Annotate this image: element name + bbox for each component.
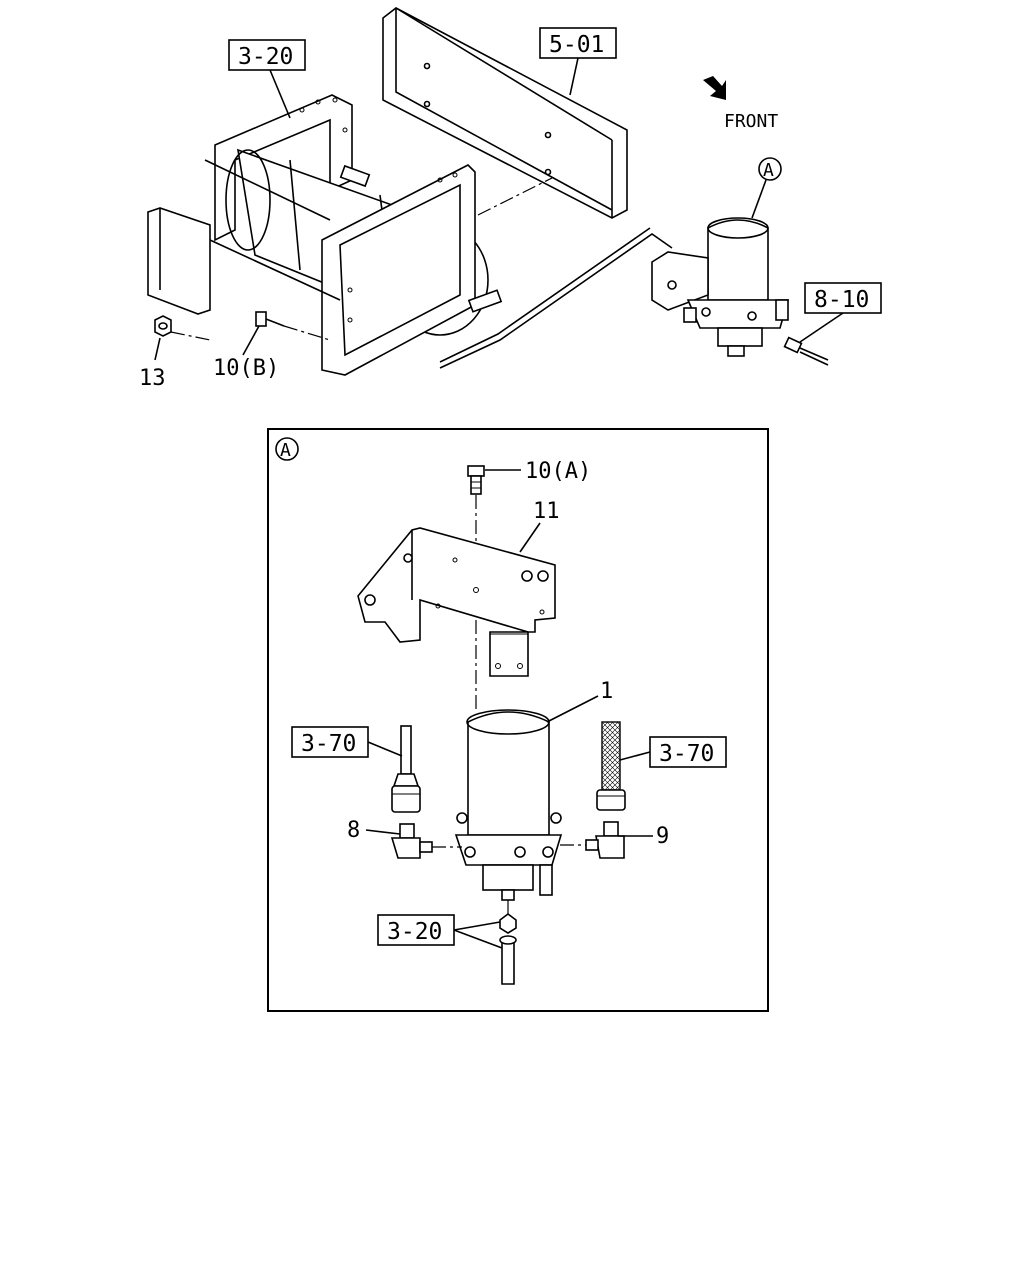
callout-3-70-left[interactable]: 3-70: [291, 726, 403, 758]
bracket-11-drawing: [357, 527, 556, 677]
svg-text:3-70: 3-70: [659, 741, 714, 767]
part-label-11[interactable]: 11: [519, 499, 560, 553]
fitting-8-drawing: [390, 823, 462, 859]
detail-view-a-frame: [267, 428, 769, 1012]
frame-rail-drawing: [382, 7, 628, 219]
air-line-route: [439, 233, 673, 369]
svg-text:8: 8: [347, 818, 360, 843]
bolt-10a-drawing: [467, 465, 485, 495]
callout-3-20-bottom[interactable]: 3-20: [377, 914, 503, 949]
part-label-8[interactable]: 8: [347, 818, 401, 843]
part-label-9[interactable]: 9: [618, 824, 669, 849]
air-dryer-1-drawing: [454, 709, 563, 920]
front-direction-arrow-icon: [703, 76, 726, 100]
fitting-9-drawing: [560, 821, 625, 859]
front-direction-label: FRONT: [724, 111, 778, 132]
svg-text:11: 11: [533, 499, 560, 524]
svg-text:9: 9: [656, 824, 669, 849]
hose-right-drawing: [596, 721, 626, 811]
callout-view-a-marker[interactable]: A: [751, 157, 782, 219]
air-tank-assembly-drawing: [147, 94, 553, 376]
part-label-13[interactable]: 13: [139, 337, 166, 391]
svg-text:8-10: 8-10: [814, 287, 869, 313]
part-label-10b[interactable]: 10(B): [213, 325, 279, 381]
callout-3-20-top[interactable]: 3-20: [228, 39, 306, 119]
part-label-10a[interactable]: 10(A): [485, 459, 591, 484]
svg-text:5-01: 5-01: [549, 32, 604, 58]
svg-text:A: A: [763, 160, 774, 181]
svg-text:3-20: 3-20: [238, 44, 293, 70]
callout-8-10[interactable]: 8-10: [799, 282, 882, 343]
hose-left-drawing: [391, 725, 421, 813]
svg-text:A: A: [280, 440, 291, 461]
svg-text:1: 1: [600, 679, 613, 704]
svg-text:10(B): 10(B): [213, 356, 279, 381]
detail-view-a-marker: A: [275, 437, 299, 461]
callout-3-70-right[interactable]: 3-70: [619, 736, 727, 768]
drain-fittings-drawing: [499, 913, 517, 985]
part-label-1[interactable]: 1: [546, 679, 613, 723]
connector-drawing: [783, 336, 829, 366]
svg-text:3-20: 3-20: [387, 919, 442, 945]
air-dryer-mounted-drawing: [651, 217, 790, 357]
svg-text:10(A): 10(A): [525, 459, 591, 484]
callout-5-01[interactable]: 5-01: [539, 27, 617, 96]
svg-text:13: 13: [139, 366, 166, 391]
svg-text:3-70: 3-70: [301, 731, 356, 757]
